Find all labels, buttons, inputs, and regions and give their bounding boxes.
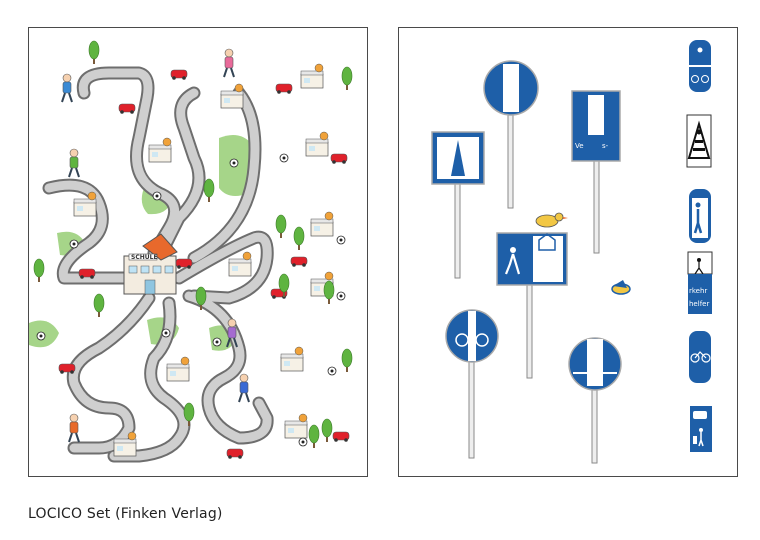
ball-icon bbox=[229, 158, 239, 168]
ball-icon bbox=[69, 239, 79, 249]
car-icon bbox=[78, 268, 96, 279]
traffic-signs-illustration: Ve s- bbox=[431, 40, 713, 464]
ball-icon bbox=[336, 235, 346, 245]
car-icon bbox=[170, 69, 188, 80]
bakery-shop-icon bbox=[220, 83, 244, 109]
tree-icon bbox=[308, 424, 320, 448]
car-icon bbox=[332, 431, 350, 442]
car-icon bbox=[226, 448, 244, 459]
bakery-shop-icon bbox=[228, 251, 252, 277]
child-figure bbox=[226, 318, 238, 348]
image-caption: LOCICO Set (Finken Verlag) bbox=[28, 506, 223, 522]
strip-sign-traffic-calmed bbox=[690, 406, 712, 452]
flying-bird bbox=[611, 280, 631, 295]
bakery-shop-icon bbox=[166, 356, 190, 382]
square-sign-crossing bbox=[431, 131, 485, 185]
strip-sign-crosswalk bbox=[686, 114, 712, 168]
bakery-shop-icon bbox=[300, 63, 324, 89]
bakery-shop-icon bbox=[280, 346, 304, 372]
ball-icon bbox=[152, 191, 162, 201]
bakery-shop-icon bbox=[310, 211, 334, 237]
tree-icon bbox=[93, 293, 105, 317]
car-icon bbox=[290, 256, 308, 267]
tree-icon bbox=[33, 258, 45, 282]
tree-icon bbox=[88, 40, 100, 64]
tree-icon bbox=[203, 178, 215, 202]
strip-sign-pedestrian-bicycle bbox=[689, 40, 711, 92]
round-sign-shared-path bbox=[568, 337, 622, 391]
ball-icon bbox=[212, 337, 222, 347]
child-figure bbox=[223, 48, 235, 78]
round-sign-bicycle-path bbox=[445, 309, 499, 363]
car-icon bbox=[275, 83, 293, 94]
car-icon bbox=[175, 258, 193, 269]
bakery-shop-icon bbox=[73, 191, 97, 217]
car-icon bbox=[118, 103, 136, 114]
ball-icon bbox=[336, 291, 346, 301]
tree-icon bbox=[341, 348, 353, 372]
tree-icon bbox=[341, 66, 353, 90]
tree-icon bbox=[275, 214, 287, 238]
ball-icon bbox=[298, 437, 308, 447]
bakery-shop-icon bbox=[284, 413, 308, 439]
bakery-shop-icon bbox=[305, 131, 329, 157]
dual-sign-pedestrian-home bbox=[496, 232, 568, 286]
strip-sign-text-line1: rkehr bbox=[689, 287, 707, 295]
ball-icon bbox=[161, 328, 171, 338]
strip-sign-bicycle-path bbox=[689, 331, 711, 383]
strip-sign-text-line2: helfer bbox=[689, 300, 709, 308]
ball-group bbox=[36, 153, 346, 447]
school-sign-label: SCHULE bbox=[131, 254, 158, 261]
school-building: SCHULE bbox=[123, 233, 178, 295]
tree-icon bbox=[278, 273, 290, 297]
traffic-signs-panel: Ve s- bbox=[398, 27, 738, 477]
children-group bbox=[61, 48, 250, 443]
child-figure bbox=[68, 413, 80, 443]
tree-icon bbox=[323, 280, 335, 304]
tree-icon bbox=[183, 402, 195, 426]
ball-icon bbox=[327, 366, 337, 376]
strip-sign-family-path bbox=[689, 189, 711, 243]
round-sign-pedestrian-path bbox=[483, 60, 539, 116]
car-icon bbox=[330, 153, 348, 164]
child-figure bbox=[68, 148, 80, 178]
child-figure bbox=[61, 73, 73, 103]
tree-icon bbox=[195, 286, 207, 310]
sign-text-ve: Ve bbox=[575, 142, 584, 150]
yellow-bird bbox=[535, 212, 568, 228]
map-worksheet-panel: SCHULE bbox=[28, 27, 368, 477]
strip-sign-crossing-helper: rkehr helfer bbox=[687, 251, 713, 314]
road-map-illustration: SCHULE bbox=[29, 40, 353, 463]
ball-icon bbox=[36, 331, 46, 341]
shop-group bbox=[73, 63, 334, 457]
tree-icon bbox=[321, 418, 333, 442]
rect-sign-zone: Ve s- bbox=[571, 90, 621, 162]
tree-group bbox=[33, 40, 353, 448]
ball-icon bbox=[279, 153, 289, 163]
bakery-shop-icon bbox=[113, 431, 137, 457]
car-group bbox=[58, 69, 350, 459]
tree-icon bbox=[293, 226, 305, 250]
bakery-shop-icon bbox=[148, 137, 172, 163]
child-figure bbox=[238, 373, 250, 403]
car-icon bbox=[58, 363, 76, 374]
sign-text-end: s- bbox=[602, 142, 609, 150]
